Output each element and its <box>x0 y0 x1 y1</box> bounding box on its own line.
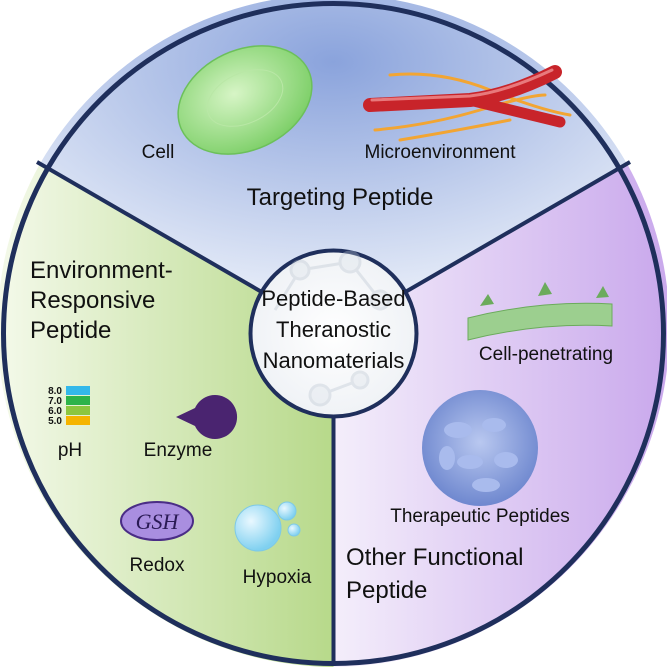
label-redox: Redox <box>130 555 185 576</box>
ph-scale-label-5: 5.0 <box>48 416 62 427</box>
ph-scale-icon: 8.0 7.0 6.0 5.0 <box>48 386 90 427</box>
center-title-line2: Theranostic <box>276 317 391 342</box>
enzyme-icon <box>176 395 238 439</box>
gsh-badge-icon: GSH <box>120 501 194 541</box>
title-environment-line2: Responsive <box>30 287 155 314</box>
ph-swatch-6 <box>66 406 90 415</box>
sector-targeting <box>39 0 628 334</box>
molecule-graphic <box>273 250 391 407</box>
label-hypoxia: Hypoxia <box>243 567 312 588</box>
title-environment-line3: Peptide <box>30 317 111 344</box>
ph-swatch-7 <box>66 396 90 405</box>
label-cell-penetrating: Cell-penetrating <box>479 344 613 365</box>
title-other-line2: Peptide <box>346 577 427 604</box>
ph-swatch-5 <box>66 416 90 425</box>
title-environment-line1: Environment- <box>30 257 173 284</box>
label-therapeutic-peptides: Therapeutic Peptides <box>390 506 570 527</box>
gsh-badge-text: GSH <box>136 509 180 534</box>
center-title-line3: Nanomaterials <box>263 348 405 373</box>
center-title-line1: Peptide-Based <box>261 286 405 311</box>
label-ph: pH <box>58 440 82 461</box>
title-targeting-peptide: Targeting Peptide <box>247 184 434 211</box>
cell-icon <box>177 45 313 155</box>
blood-vessel-icon <box>363 65 572 142</box>
ph-scale-label-6: 6.0 <box>48 406 62 417</box>
label-microenvironment: Microenvironment <box>365 142 517 163</box>
title-other-line1: Other Functional <box>346 544 523 571</box>
therapeutic-peptides-icon <box>422 390 538 506</box>
ph-swatch-8 <box>66 386 90 395</box>
center-circle <box>248 248 419 419</box>
label-enzyme: Enzyme <box>144 440 213 461</box>
membrane-icon <box>467 282 613 341</box>
label-cell: Cell <box>142 142 175 163</box>
ph-scale-label-7: 7.0 <box>48 396 62 407</box>
hypoxia-bubbles-icon <box>234 501 301 552</box>
ph-scale-label-8: 8.0 <box>48 386 62 397</box>
